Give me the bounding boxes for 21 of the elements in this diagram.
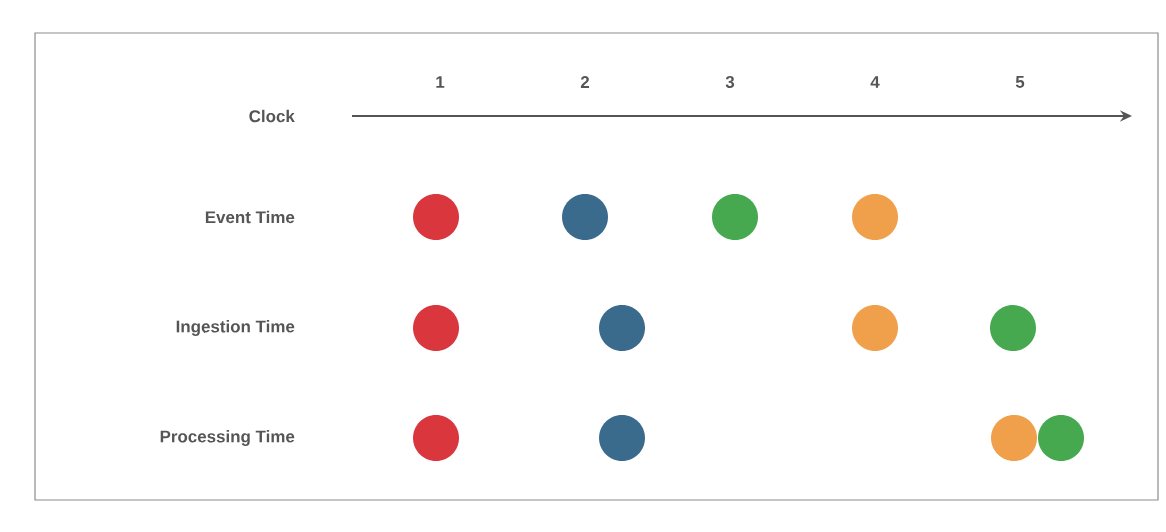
tick-number: 3: [725, 76, 735, 88]
dot: [852, 194, 898, 240]
dot: [852, 305, 898, 351]
dot: [1038, 415, 1084, 461]
dot: [599, 415, 645, 461]
dot: [562, 194, 608, 240]
row-label: Ingestion Time: [176, 320, 295, 336]
tick-number: 1: [436, 76, 445, 88]
dot: [599, 305, 645, 351]
tick-number: 2: [580, 76, 590, 88]
dot: [413, 194, 459, 240]
tick-number: 4: [870, 76, 880, 88]
row-label: Processing Time: [160, 430, 295, 446]
dot: [990, 305, 1036, 351]
dot: [712, 194, 758, 240]
dot: [413, 305, 459, 351]
dot: [991, 415, 1037, 461]
row-label: Event Time: [205, 210, 295, 224]
axis-label: Clock: [249, 109, 295, 123]
tick-number: 5: [1015, 76, 1025, 88]
dot: [413, 415, 459, 461]
